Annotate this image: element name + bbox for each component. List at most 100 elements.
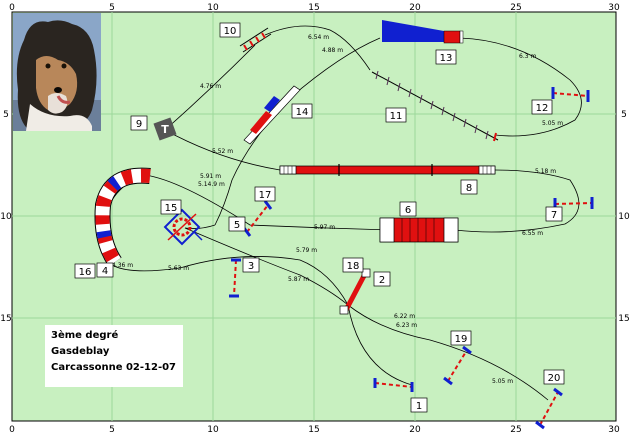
svg-text:14: 14 (296, 107, 309, 118)
svg-text:9: 9 (136, 119, 142, 130)
x-tick: 15 (308, 425, 319, 435)
distance-label: 5.97 m (314, 224, 335, 231)
label-19: 19 (450, 330, 472, 346)
y-tick: 10 (618, 212, 630, 222)
distance-label: 6.22 m (394, 313, 415, 320)
course-grade: 3ème degré (51, 330, 119, 341)
distance-label: 6.3 m (519, 53, 536, 60)
course-location-date: Carcassonne 02-12-07 (51, 362, 177, 373)
obstacle-tunnel-13 (382, 20, 464, 44)
table-icon: T (161, 123, 169, 136)
svg-text:1: 1 (416, 401, 422, 412)
x-tick: 30 (608, 425, 620, 435)
hurdles (167, 87, 594, 430)
label-3: 3 (242, 257, 260, 273)
x-tick: 5 (109, 3, 115, 13)
distance-label: 5.52 m (212, 148, 233, 155)
distance-label: 4.36 m (112, 262, 133, 269)
svg-text:15: 15 (165, 203, 178, 214)
y-tick: 10 (0, 212, 12, 222)
svg-text:7: 7 (551, 210, 557, 221)
hurdle-3 (229, 258, 241, 298)
label-16: 16 (74, 263, 96, 279)
svg-text:13: 13 (440, 53, 453, 64)
x-tick: 25 (510, 425, 521, 435)
x-tick: 10 (207, 3, 219, 13)
svg-text:3: 3 (248, 261, 254, 272)
x-tick: 10 (207, 425, 219, 435)
distance-label: 6.54 m (308, 34, 329, 41)
obstacle-jump-14 (243, 85, 301, 145)
svg-text:11: 11 (390, 111, 403, 122)
distance-label: 5.05 m (492, 378, 513, 385)
x-tick: 0 (9, 425, 15, 435)
distance-labels: 4.76 m 6.54 m 4.88 m 6.3 m 5.05 m 5.18 m… (112, 34, 563, 385)
distance-label: 6.55 m (522, 230, 543, 237)
label-2: 2 (373, 271, 391, 287)
label-6: 6 (399, 201, 417, 217)
obstacle-tunnel-6 (379, 217, 459, 243)
svg-text:20: 20 (548, 373, 561, 384)
distance-label: 5.91 m (200, 173, 221, 180)
hurdle-17 (167, 213, 197, 241)
y-axis-left: 5 10 15 (0, 110, 12, 324)
x-axis-top: 0 5 10 15 20 25 30 (9, 3, 620, 13)
svg-text:2: 2 (379, 275, 385, 286)
x-tick: 30 (608, 3, 620, 13)
distance-label: 5.05 m (542, 120, 563, 127)
distance-label: 5.14.9 m (198, 181, 225, 188)
x-tick: 5 (109, 425, 115, 435)
label-14: 14 (291, 103, 313, 119)
label-11: 11 (385, 107, 407, 123)
svg-text:17: 17 (259, 190, 272, 201)
svg-text:5: 5 (234, 220, 240, 231)
obstacle-curved-tunnel (94, 167, 151, 267)
svg-text:8: 8 (466, 183, 472, 194)
distance-label: 6.23 m (396, 322, 417, 329)
svg-text:18: 18 (347, 261, 360, 272)
number-labels: 1 2 3 4 5 6 7 8 9 10 11 12 13 14 15 16 1… (74, 22, 565, 413)
obstacle-slalom-11 (371, 70, 499, 142)
distance-label: 5.18 m (535, 168, 556, 175)
x-tick: 15 (308, 3, 319, 13)
x-tick: 20 (409, 3, 421, 13)
distance-label: 4.76 m (200, 83, 221, 90)
svg-text:19: 19 (455, 334, 468, 345)
x-tick: 20 (409, 425, 421, 435)
svg-text:10: 10 (224, 26, 237, 37)
hurdle-12 (551, 87, 590, 102)
label-5: 5 (228, 216, 246, 232)
distance-label: 5.63 m (168, 265, 189, 272)
y-axis-right: 5 10 15 (618, 110, 630, 324)
label-13: 13 (435, 49, 457, 65)
y-tick: 15 (618, 314, 629, 324)
y-tick: 5 (3, 110, 9, 120)
svg-text:6: 6 (405, 205, 411, 216)
obstacle-table: T (153, 117, 177, 141)
y-tick: 15 (0, 314, 11, 324)
course-info-box: 3ème degré Gasdeblay Carcassonne 02-12-0… (45, 325, 183, 387)
course-judge: Gasdeblay (51, 346, 110, 357)
obstacle-slalom-10 (239, 27, 272, 53)
hurdle-20 (535, 387, 563, 430)
label-20: 20 (543, 369, 565, 385)
label-15: 15 (160, 199, 182, 215)
obstacle-dogwalk (279, 164, 496, 176)
x-axis-bottom: 0 5 10 15 20 25 30 (9, 425, 620, 435)
label-12: 12 (531, 99, 553, 115)
svg-text:16: 16 (79, 267, 92, 278)
distance-label: 5.79 m (296, 247, 317, 254)
label-9: 9 (130, 115, 148, 131)
label-10: 10 (219, 22, 241, 38)
x-tick: 25 (510, 3, 521, 13)
hurdle-1 (373, 378, 414, 392)
label-18: 18 (342, 257, 364, 273)
y-tick: 5 (621, 110, 627, 120)
label-1: 1 (410, 397, 428, 413)
label-7: 7 (545, 206, 563, 222)
svg-text:12: 12 (536, 103, 549, 114)
label-8: 8 (460, 179, 478, 195)
dog-photo (13, 13, 101, 131)
hurdle-19 (443, 345, 472, 386)
x-tick: 0 (9, 3, 15, 13)
